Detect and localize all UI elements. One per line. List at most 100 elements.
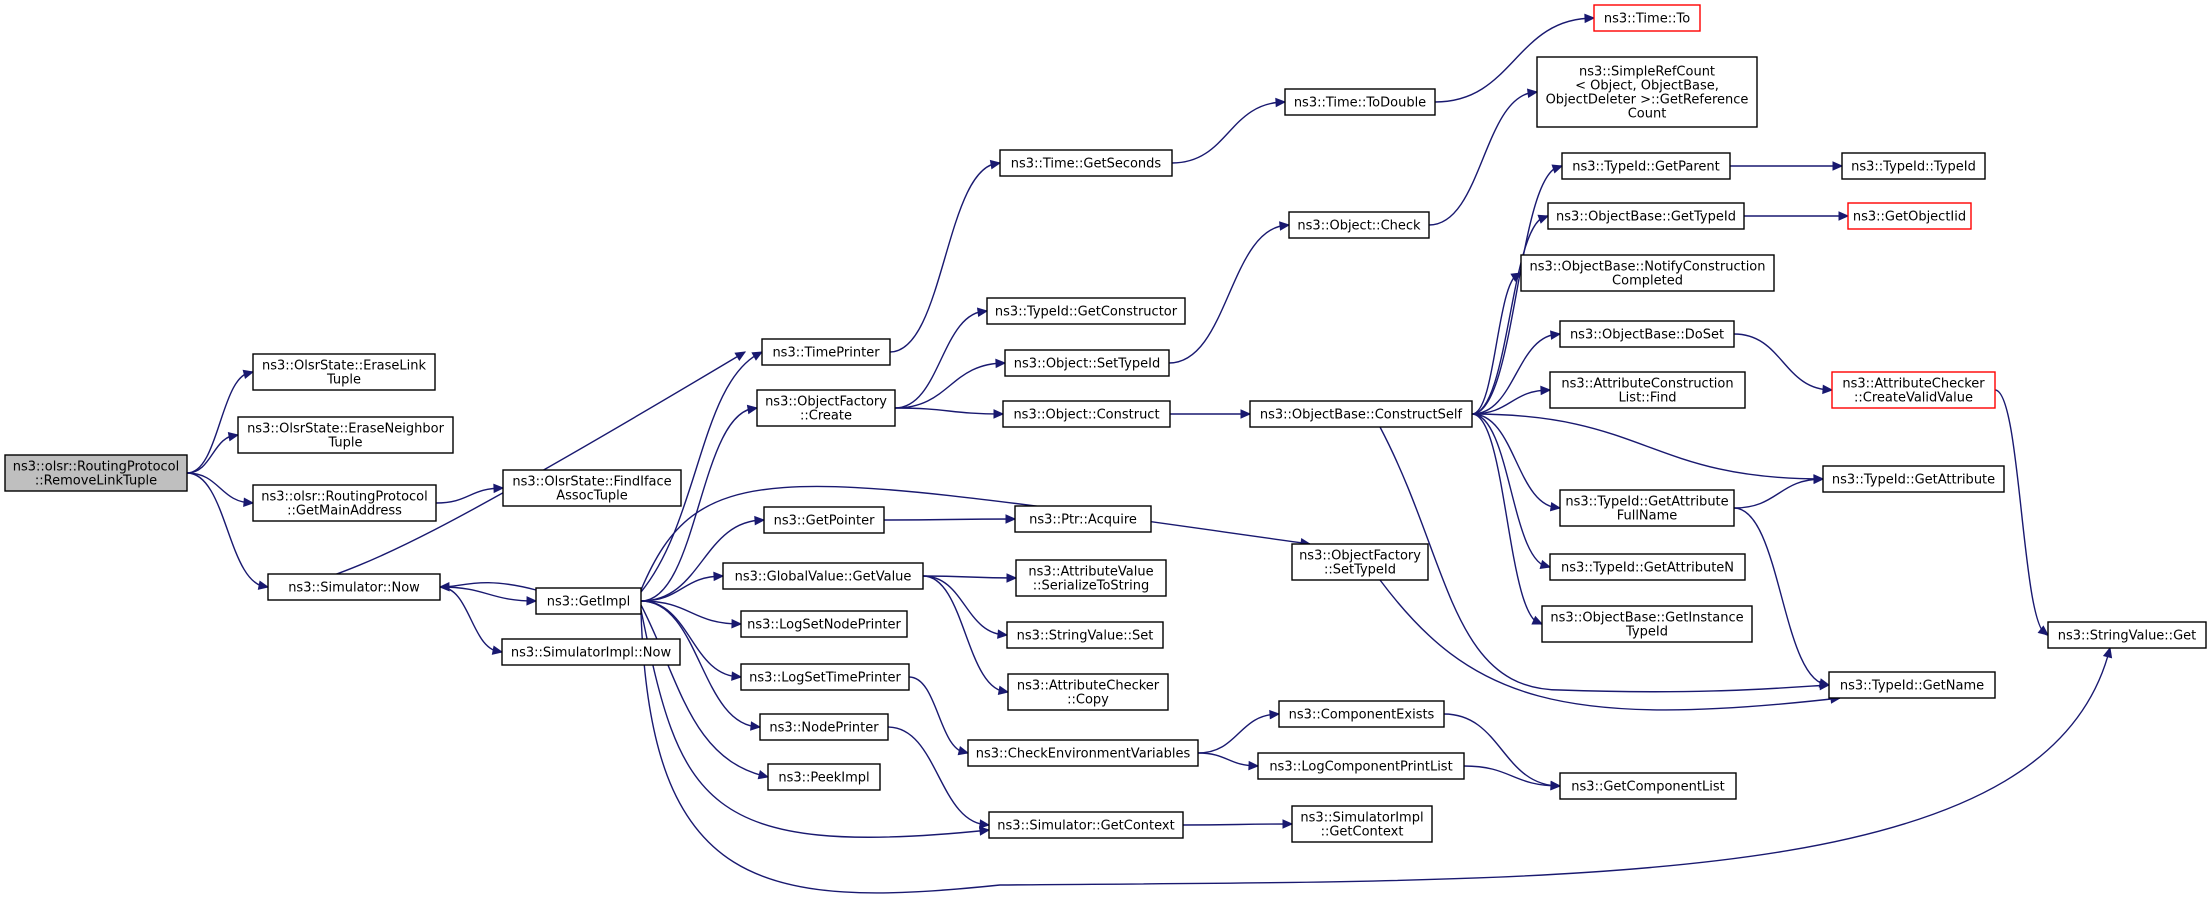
node-stringValueSet[interactable]: ns3::StringValue::Set <box>1006 621 1164 649</box>
node-label: AssocTuple <box>556 489 628 504</box>
node-checkEnv[interactable]: ns3::CheckEnvironmentVariables <box>967 739 1199 767</box>
node-getMainAddress[interactable]: ns3::olsr::RoutingProtocol::GetMainAddre… <box>252 484 437 522</box>
node-logComponentPrintList[interactable]: ns3::LogComponentPrintList <box>1257 752 1465 780</box>
node-box <box>967 739 1199 767</box>
node-label: ns3::SimulatorImpl <box>1300 811 1423 826</box>
node-root[interactable]: ns3::olsr::RoutingProtocol::RemoveLinkTu… <box>4 454 188 492</box>
call-edge-timeGetSeconds-timeToDouble <box>1171 101 1286 164</box>
node-label: ns3::ObjectBase::ConstructSelf <box>1260 408 1463 423</box>
edge-arrowhead <box>1539 559 1552 570</box>
node-box <box>1593 4 1701 32</box>
node-objBaseNotify[interactable]: ns3::ObjectBase::NotifyConstructionCompl… <box>1520 254 1775 292</box>
node-label: < Object, ObjectBase, <box>1575 79 1719 94</box>
node-timeGetSeconds[interactable]: ns3::Time::GetSeconds <box>999 149 1173 177</box>
call-edge-getImpl-objFactoryCreate <box>640 407 758 602</box>
node-box <box>1841 152 1986 180</box>
node-typeIdGetAttribute[interactable]: ns3::TypeId::GetAttribute <box>1822 465 2005 493</box>
node-box <box>1559 320 1735 348</box>
node-label: ns3::OlsrState::FindIface <box>512 475 671 490</box>
node-objBaseConstructSelf[interactable]: ns3::ObjectBase::ConstructSelf <box>1249 400 1473 428</box>
call-edge-objBaseConstructSelf-attrConstructionFind <box>1471 389 1551 415</box>
call-edge-objSetTypeId-objCheck <box>1168 224 1290 364</box>
node-box <box>1549 553 1746 581</box>
call-edge-checkEnv-componentExists <box>1197 713 1280 754</box>
node-box <box>252 484 437 522</box>
node-box <box>1547 202 1745 230</box>
node-logSetTimePrinter[interactable]: ns3::LogSetTimePrinter <box>740 663 910 691</box>
node-objConstruct[interactable]: ns3::Object::Construct <box>1002 400 1171 428</box>
call-edge-getImpl-stringValueGet <box>640 611 2111 894</box>
node-objSetTypeId[interactable]: ns3::Object::SetTypeId <box>1004 349 1170 377</box>
node-nodePrinter[interactable]: ns3::NodePrinter <box>759 713 889 741</box>
node-label: ns3::ObjectBase::GetInstance <box>1550 611 1743 626</box>
node-box <box>988 811 1184 839</box>
node-objBaseGetTypeId[interactable]: ns3::ObjectBase::GetTypeId <box>1547 202 1745 230</box>
node-attrValueSerialize[interactable]: ns3::AttributeValue::SerializeToString <box>1015 559 1167 597</box>
node-label: ns3::GetObjectIid <box>1853 210 1966 225</box>
node-attrCheckerCopy[interactable]: ns3::AttributeChecker::Copy <box>1007 673 1169 711</box>
edge-arrowhead <box>438 581 450 592</box>
node-objCheck[interactable]: ns3::Object::Check <box>1288 211 1430 239</box>
node-label: ns3::PeekImpl <box>778 771 869 786</box>
node-ptrAcquire[interactable]: ns3::Ptr::Acquire <box>1014 505 1152 533</box>
node-box <box>1278 700 1445 728</box>
node-timeToDouble[interactable]: ns3::Time::ToDouble <box>1284 88 1436 116</box>
edge-arrowhead <box>746 404 759 415</box>
node-objFactorySetTypeId[interactable]: ns3::ObjectFactory::SetTypeId <box>1291 543 1429 581</box>
call-edge-root-simNow <box>186 472 269 588</box>
node-label: ns3::ObjectFactory <box>765 395 887 410</box>
edge-arrowhead <box>997 685 1010 695</box>
node-getComponentList[interactable]: ns3::GetComponentList <box>1559 772 1737 800</box>
node-typeIdGetParent[interactable]: ns3::TypeId::GetParent <box>1561 152 1731 180</box>
node-box <box>4 454 188 492</box>
node-getObjectIid[interactable]: ns3::GetObjectIid <box>1847 202 1972 230</box>
edge-arrowhead <box>754 515 766 526</box>
node-globalGetValue[interactable]: ns3::GlobalValue::GetValue <box>722 562 924 590</box>
node-typeIdGetName[interactable]: ns3::TypeId::GetName <box>1828 671 1996 699</box>
node-label: ns3::TypeId::TypeId <box>1851 160 1976 175</box>
node-getImpl[interactable]: ns3::GetImpl <box>535 587 642 615</box>
node-label: ns3::TypeId::GetAttribute <box>1565 495 1728 510</box>
node-logSetNodePrinter[interactable]: ns3::LogSetNodePrinter <box>740 610 908 638</box>
call-edge-typeIdGetAttributeFullName-typeIdGetAttribute <box>1733 478 1824 509</box>
node-peekImpl[interactable]: ns3::PeekImpl <box>767 763 881 791</box>
node-box <box>1822 465 2005 493</box>
node-label: ns3::TypeId::GetParent <box>1572 160 1720 175</box>
node-objFactoryCreate[interactable]: ns3::ObjectFactory::Create <box>756 389 896 427</box>
function-nodes: ns3::olsr::RoutingProtocol::RemoveLinkTu… <box>4 4 2207 843</box>
node-typeIdGetConstructor[interactable]: ns3::TypeId::GetConstructor <box>986 297 1186 325</box>
node-stringValueGet[interactable]: ns3::StringValue::Get <box>2047 621 2207 649</box>
edge-arrowhead <box>734 351 747 361</box>
node-label: ::SetTypeId <box>1324 563 1396 578</box>
node-attrCheckerCreateValid[interactable]: ns3::AttributeChecker::CreateValidValue <box>1831 371 1996 409</box>
node-objBaseDoSet[interactable]: ns3::ObjectBase::DoSet <box>1559 320 1735 348</box>
node-timeTo[interactable]: ns3::Time::To <box>1593 4 1701 32</box>
node-simImplNow[interactable]: ns3::SimulatorImpl::Now <box>501 638 681 666</box>
node-label: FullName <box>1617 509 1678 524</box>
node-simNow[interactable]: ns3::Simulator::Now <box>267 573 441 601</box>
edge-arrowhead <box>2102 646 2113 659</box>
node-label: ns3::GetImpl <box>547 595 631 610</box>
node-componentExists[interactable]: ns3::ComponentExists <box>1278 700 1445 728</box>
call-edge-objFactorySetTypeId-typeIdGetName <box>1379 579 1841 711</box>
call-edge-objBaseConstructSelf-typeIdGetAttribute <box>1471 413 1824 480</box>
node-simGetContext[interactable]: ns3::Simulator::GetContext <box>988 811 1184 839</box>
call-edges <box>186 13 2113 894</box>
node-simpleRefCount[interactable]: ns3::SimpleRefCount< Object, ObjectBase,… <box>1536 56 1758 128</box>
node-box <box>1520 254 1775 292</box>
node-typeIdTypeId[interactable]: ns3::TypeId::TypeId <box>1841 152 1986 180</box>
node-box <box>502 469 682 507</box>
node-typeIdGetAttributeN[interactable]: ns3::TypeId::GetAttributeN <box>1549 553 1746 581</box>
node-simImplGetContext[interactable]: ns3::SimulatorImpl::GetContext <box>1291 805 1433 843</box>
call-edge-objFactoryCreate-typeIdGetConstructor <box>894 310 988 409</box>
node-timePrinter[interactable]: ns3::TimePrinter <box>761 338 891 366</box>
node-getPointer[interactable]: ns3::GetPointer <box>763 506 885 534</box>
